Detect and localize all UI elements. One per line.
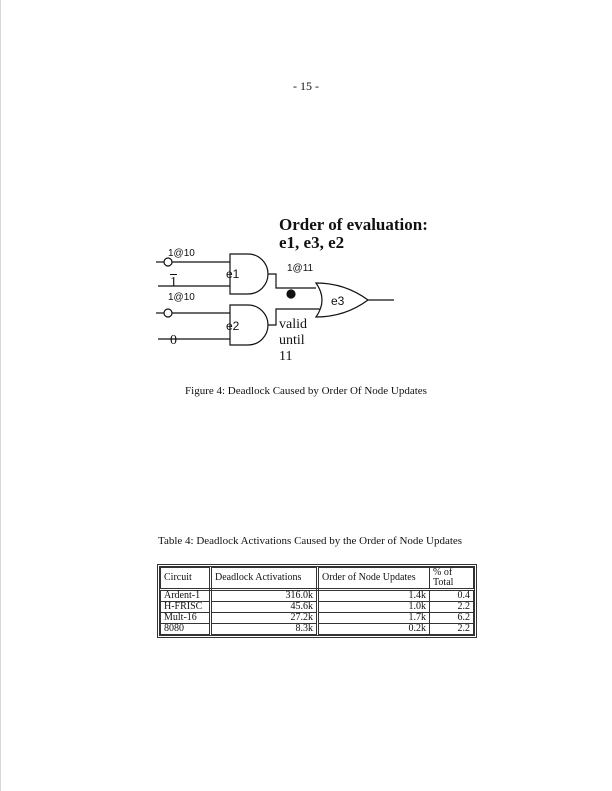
evaluation-order-sequence: e1, e3, e2: [279, 233, 345, 252]
node-label: 1@11: [287, 263, 314, 274]
cell-order: 1.4k: [317, 589, 430, 602]
deadlock-table: Circuit Deadlock Activations Order of No…: [157, 564, 477, 638]
table-row: Ardent-1 316.0k 1.4k 0.4: [160, 589, 474, 602]
node-dot: [286, 289, 296, 299]
gate-e3-shape: [314, 282, 370, 318]
valid-line-1: valid: [279, 317, 307, 332]
gate-e3-label: e3: [331, 294, 345, 308]
cell-circuit: H-FRISC: [160, 601, 212, 613]
cell-order: 1.0k: [317, 601, 430, 613]
table-caption: Table 4: Deadlock Activations Caused by …: [158, 535, 463, 547]
header-order-node-updates: Order of Node Updates: [317, 567, 430, 591]
gate-e1-label: e1: [226, 267, 240, 281]
cell-deadlock: 8.3k: [210, 623, 319, 635]
cell-percent: 2.2: [429, 623, 474, 635]
evaluation-order-title: Order of evaluation:: [279, 215, 428, 234]
header-deadlock-activations: Deadlock Activations: [210, 567, 319, 591]
cell-percent: 6.2: [429, 612, 474, 624]
cell-circuit: Mult-16: [160, 612, 212, 624]
valid-line-2: until: [279, 333, 305, 348]
gate-e1-shape: [229, 253, 269, 295]
table-row: 8080 8.3k 0.2k 2.2: [160, 623, 474, 635]
inverter-bubble-mid: [163, 308, 173, 318]
input-zero-label: 0: [170, 333, 177, 348]
circuit-figure: Order of evaluation: e1, e3, e2 1@10 1 1…: [140, 205, 428, 380]
gate-e2-label: e2: [226, 319, 240, 333]
header-percent-total: % of Total: [429, 567, 474, 591]
figure-caption: Figure 4: Deadlock Caused by Order Of No…: [185, 385, 427, 397]
input-one-label: 1: [170, 275, 177, 290]
header-circuit: Circuit: [160, 567, 212, 591]
cell-order: 1.7k: [317, 612, 430, 624]
input-mid-label: 1@10: [168, 292, 195, 303]
page-edge-line: [0, 0, 1, 791]
cell-deadlock: 27.2k: [210, 612, 319, 624]
cell-circuit: Ardent-1: [160, 589, 212, 602]
circuit-diagram: [156, 253, 394, 346]
cell-deadlock: 45.6k: [210, 601, 319, 613]
cell-percent: 0.4: [429, 589, 474, 602]
table-header-row: Circuit Deadlock Activations Order of No…: [160, 567, 474, 591]
table-row: Mult-16 27.2k 1.7k 6.2: [160, 612, 474, 624]
table-row: H-FRISC 45.6k 1.0k 2.2: [160, 601, 474, 613]
valid-until-note: valid until 11: [279, 317, 307, 365]
gate-e2-shape: [229, 304, 269, 346]
e2-output-wire: [268, 308, 320, 326]
input-top-label: 1@10: [168, 248, 195, 259]
page-number: - 15 -: [293, 79, 319, 93]
valid-line-3: 11: [279, 349, 293, 364]
cell-percent: 2.2: [429, 601, 474, 613]
cell-deadlock: 316.0k: [210, 589, 319, 602]
inverter-bubble-top: [163, 257, 173, 267]
cell-circuit: 8080: [160, 623, 212, 635]
e1-output-wire: [268, 273, 316, 289]
cell-order: 0.2k: [317, 623, 430, 635]
